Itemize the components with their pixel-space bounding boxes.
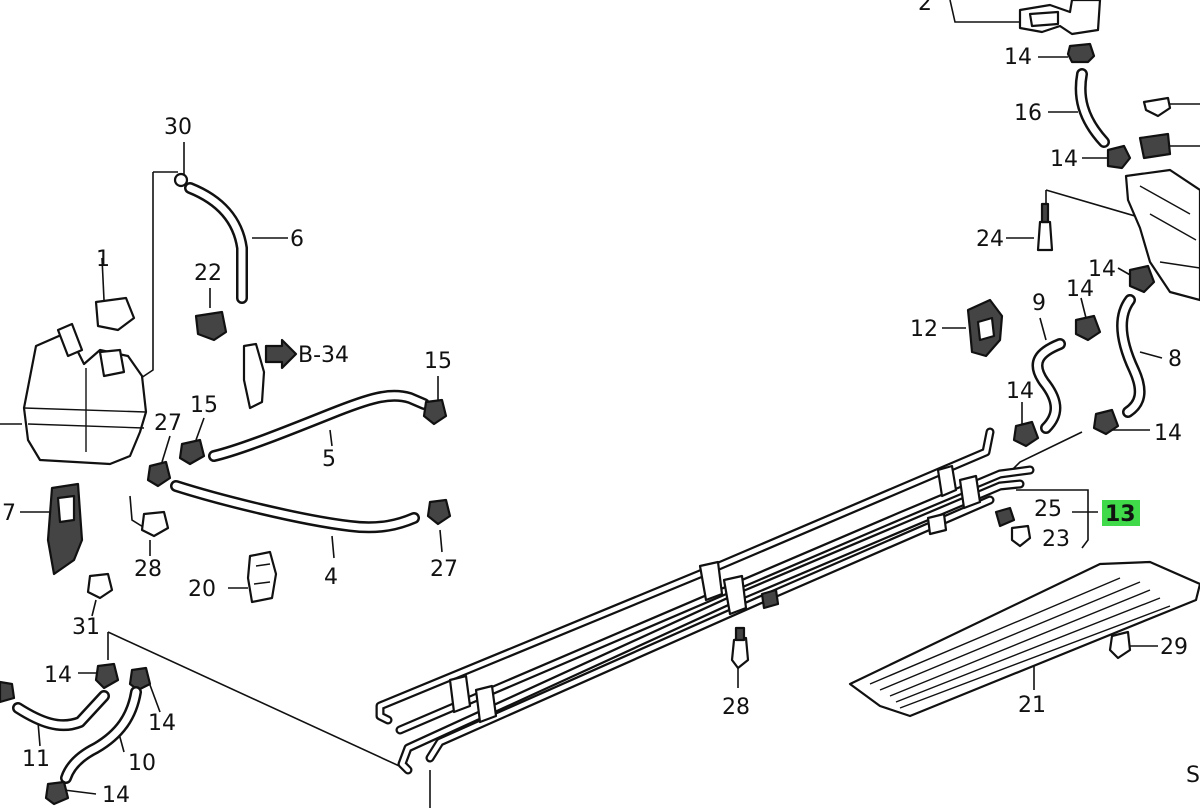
clamp-part-14-f — [1092, 408, 1120, 436]
pipe-assembly — [375, 427, 1035, 775]
label-16: 16 — [1014, 101, 1042, 126]
clamp-part-14-i — [44, 780, 70, 806]
bolt-part-23 — [1010, 524, 1032, 548]
cover-part-21 — [848, 560, 1200, 718]
bracket-part-2 — [1018, 0, 1102, 36]
label-14-h: 14 — [148, 711, 176, 736]
label-14-c: 14 — [1088, 257, 1116, 282]
clamp-part-14-c — [1128, 264, 1156, 294]
label-15-right: 15 — [424, 349, 452, 374]
label-14-d: 14 — [1066, 277, 1094, 302]
bolt-part-31 — [86, 572, 114, 600]
clamp-part-14-d — [1074, 314, 1102, 342]
label-10: 10 — [128, 751, 156, 776]
label-7: 7 — [2, 501, 16, 526]
clamp-part-14-e — [1012, 420, 1040, 448]
clamp-part-14-b — [1106, 144, 1132, 170]
clamp-part-27-right — [426, 498, 452, 526]
label-13: 13 — [1105, 502, 1136, 527]
label-15-left: 15 — [190, 393, 218, 418]
hose-part-4 — [170, 480, 420, 534]
bolt-part-28-left — [140, 510, 170, 538]
clamp-part-15-right — [422, 398, 448, 426]
label-29: 29 — [1160, 635, 1188, 660]
clip-part-22 — [194, 310, 228, 342]
label-14-b: 14 — [1050, 147, 1078, 172]
label-12: 12 — [910, 317, 938, 342]
label-1: 1 — [96, 247, 110, 272]
hose-part-10 — [60, 686, 142, 784]
label-27-left: 27 — [154, 411, 182, 436]
label-23: 23 — [1042, 527, 1070, 552]
highlight-box-13 — [1102, 500, 1140, 526]
label-21: 21 — [1018, 693, 1046, 718]
label-25: 25 — [1034, 497, 1062, 522]
label-30: 30 — [164, 115, 192, 140]
label-5: 5 — [322, 447, 336, 472]
label-24: 24 — [976, 227, 1004, 252]
label-28-left: 28 — [134, 557, 162, 582]
label-22: 22 — [194, 261, 222, 286]
clamp-part-14-g — [94, 662, 120, 690]
label-9: 9 — [1032, 291, 1046, 316]
bolt-part-29 — [1108, 630, 1132, 660]
label-4: 4 — [324, 565, 338, 590]
label-2: 2 — [918, 0, 932, 16]
label-s-corner: S — [1186, 763, 1200, 788]
bolt-part-28-center — [730, 626, 750, 670]
frame-bracket-right — [1124, 168, 1200, 302]
hose-part-6 — [184, 182, 248, 304]
label-14-g: 14 — [44, 663, 72, 688]
hose-part-11 — [12, 690, 110, 732]
cap-part-right — [1138, 96, 1200, 160]
clamp-part-1 — [94, 296, 136, 332]
label-14-i: 14 — [102, 783, 130, 808]
clip-part-20 — [246, 550, 278, 604]
clamp-part-15-left — [178, 438, 206, 466]
label-8: 8 — [1168, 347, 1182, 372]
hose-part-16 — [1074, 68, 1110, 148]
cap-part-30 — [173, 172, 189, 188]
label-20: 20 — [188, 577, 216, 602]
label-b34: B-34 — [298, 343, 349, 368]
clip-part-25 — [994, 506, 1016, 528]
label-31: 31 — [72, 615, 100, 640]
label-14-e: 14 — [1006, 379, 1034, 404]
clamp-part-14-top — [1066, 42, 1096, 64]
bracket-part-12 — [966, 298, 1004, 358]
hose-part-9 — [1031, 338, 1066, 434]
label-14-a: 14 — [1004, 45, 1032, 70]
bracket-part-7 — [46, 482, 84, 576]
hose-part-5 — [208, 389, 430, 462]
reservoir-tank — [22, 322, 148, 466]
hose-part-8 — [1116, 294, 1146, 418]
label-14-f: 14 — [1154, 421, 1182, 446]
bolt-part-24 — [1036, 202, 1054, 252]
clamp-part-27-left — [146, 460, 172, 488]
label-11: 11 — [22, 747, 50, 772]
clamp-part-14-h — [128, 666, 152, 692]
label-6: 6 — [290, 227, 304, 252]
label-28-center: 28 — [722, 695, 750, 720]
clamp-left-edge — [0, 680, 16, 704]
bracket-b34 — [242, 338, 298, 410]
label-27-right: 27 — [430, 557, 458, 582]
